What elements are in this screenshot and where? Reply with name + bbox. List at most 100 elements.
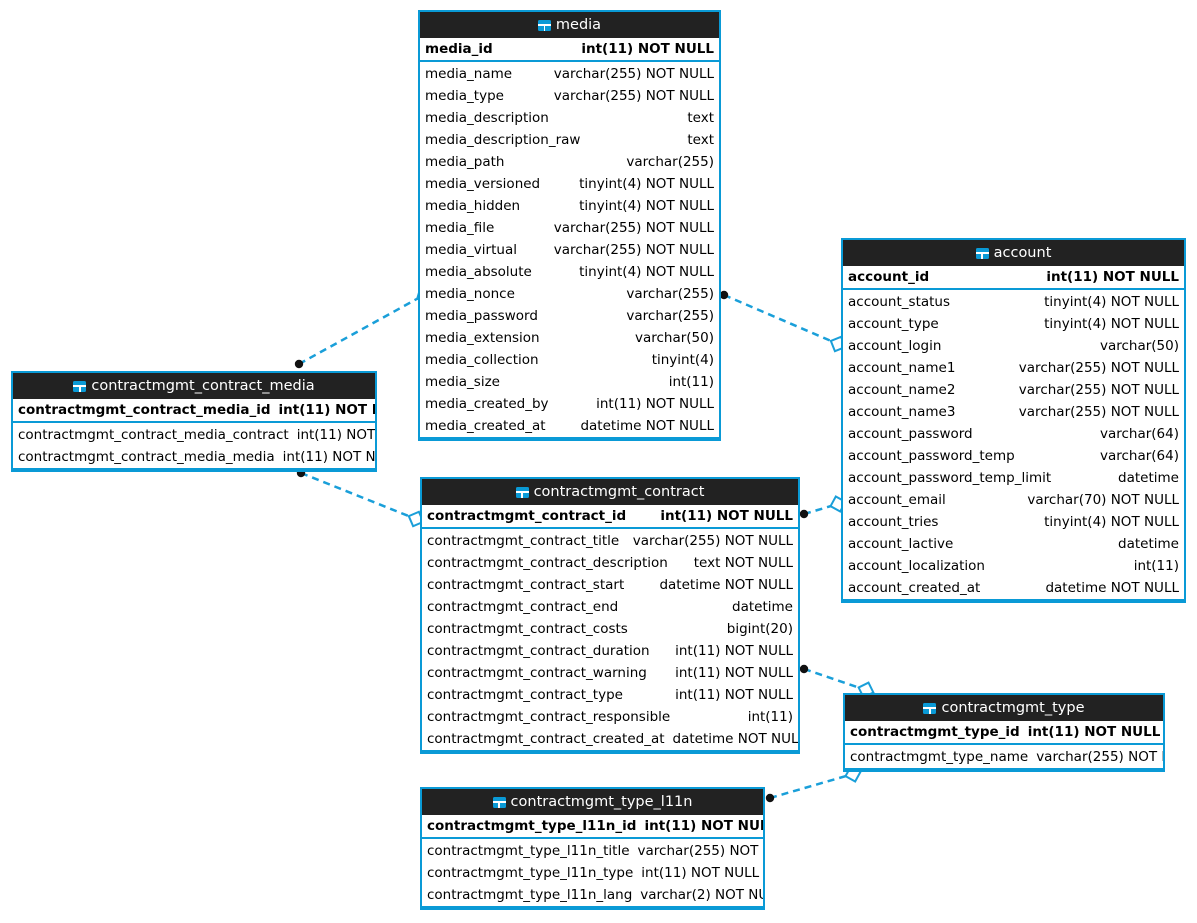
entity-header-account: account: [843, 240, 1184, 266]
field-name: account_created_at: [848, 580, 981, 596]
relationship-one-marker: [294, 359, 304, 369]
field-row[interactable]: media_description text: [420, 107, 719, 129]
field-name: contractmgmt_type_l11n_lang: [427, 887, 633, 903]
field-type: text: [687, 110, 714, 126]
entity-header-media: media: [420, 12, 719, 38]
field-type: varchar(255) NOT NULL: [632, 533, 793, 549]
field-type: tinyint(4) NOT NULL: [579, 264, 714, 280]
field-type: int(11) NOT NULL: [660, 508, 793, 524]
field-type: int(11) NOT NULL: [282, 449, 376, 465]
field-type: tinyint(4): [651, 352, 714, 368]
field-row[interactable]: account_name3 varchar(255) NOT NULL: [843, 401, 1184, 423]
field-type: varchar(255) NOT NULL: [1018, 382, 1179, 398]
field-name: account_name3: [848, 404, 956, 420]
field-name: contractmgmt_contract_description: [427, 555, 668, 571]
field-type: varchar(255): [626, 308, 714, 324]
field-type: int(11) NOT NULL: [675, 687, 793, 703]
field-name: contractmgmt_contract_start: [427, 577, 625, 593]
field-name: account_password_temp: [848, 448, 1015, 464]
field-name: media_id: [425, 41, 493, 57]
field-name: media_description: [425, 110, 549, 126]
field-name: account_password_temp_limit: [848, 470, 1052, 486]
field-name: contractmgmt_contract_media_contract: [18, 427, 289, 443]
table-icon: [492, 797, 506, 808]
field-type: int(11) NOT NULL: [644, 818, 765, 834]
relationship-line: [298, 293, 425, 366]
field-row[interactable]: media_password varchar(255): [420, 305, 719, 327]
field-type: varchar(255) NOT NULL: [553, 242, 714, 258]
field-type: varchar(255) NOT NULL: [1018, 404, 1179, 420]
field-type: text: [687, 132, 714, 148]
field-type: varchar(255) NOT NULL: [553, 220, 714, 236]
table-icon: [923, 703, 937, 714]
field-type: int(11) NOT NULL: [278, 402, 375, 418]
field-type: varchar(255): [626, 286, 714, 302]
field-type: varchar(255) NOT NULL: [1036, 749, 1163, 765]
field-name: account_email: [848, 492, 946, 508]
field-name: media_password: [425, 308, 538, 324]
field-name: account_password: [848, 426, 973, 442]
field-type: varchar(255): [626, 154, 714, 170]
relationship-one-marker: [799, 664, 809, 674]
field-type: int(11): [1133, 558, 1179, 574]
entity-fields: contractmgmt_contract_media_contract int(…: [13, 423, 375, 468]
